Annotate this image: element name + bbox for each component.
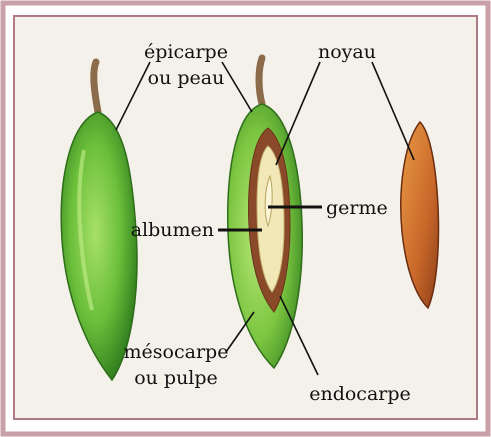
label-germe: germe	[326, 197, 388, 219]
cut-fruit-stem	[259, 58, 262, 104]
label-epicarpe-line2: ou peau	[148, 67, 225, 89]
label-albumen: albumen	[131, 219, 214, 241]
label-endocarpe: endocarpe	[309, 383, 411, 405]
label-noyau: noyau	[318, 41, 376, 63]
whole-fruit-stem	[94, 62, 98, 112]
label-mesocarpe-line2: ou pulpe	[134, 367, 218, 389]
label-mesocarpe-line1: mésocarpe	[124, 341, 229, 363]
label-epicarpe-line1: épicarpe	[144, 41, 228, 63]
